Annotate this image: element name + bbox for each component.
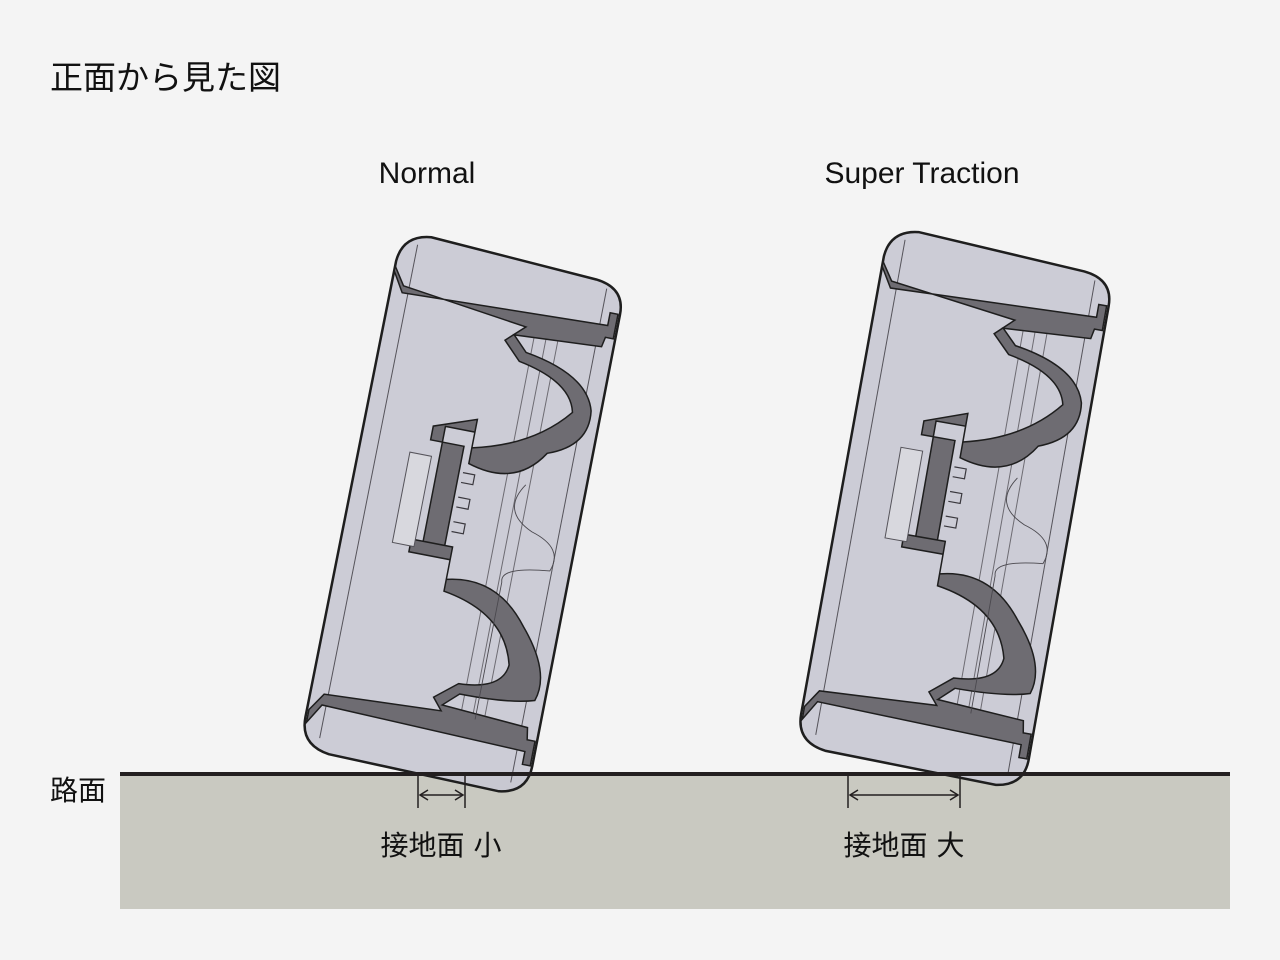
super-traction-contact-label: 接地面 大 xyxy=(843,829,965,862)
road-surface xyxy=(120,775,1230,909)
page-title: 正面から見た図 xyxy=(50,58,281,97)
road-label: 路面 xyxy=(50,774,107,807)
normal-tire-label: Normal xyxy=(378,157,476,190)
normal-contact-label: 接地面 小 xyxy=(380,829,502,862)
super-traction-tire-label: Super Traction xyxy=(824,157,1020,190)
super-traction-contact-width-marker xyxy=(847,776,961,808)
normal-tire xyxy=(297,229,629,798)
normal-contact-width-marker xyxy=(417,776,466,808)
super-traction-tire xyxy=(793,225,1117,791)
